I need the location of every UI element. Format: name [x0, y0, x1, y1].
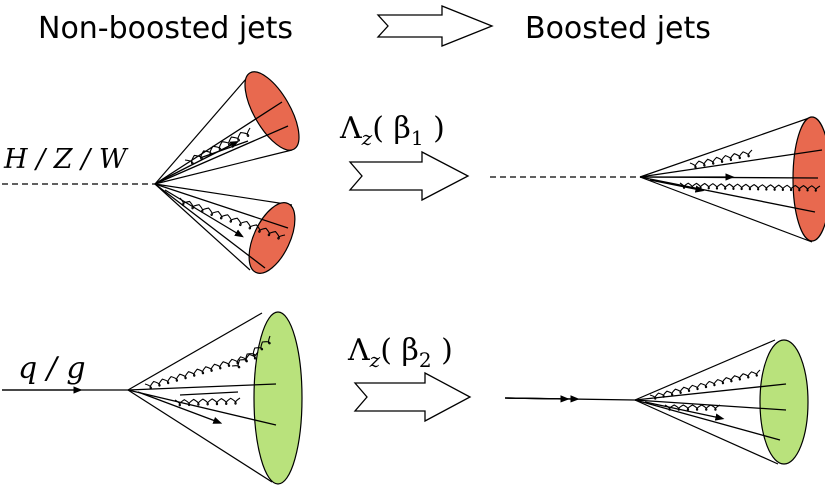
upper-jet	[154, 71, 300, 185]
boosted-light-gluon-b	[664, 404, 721, 411]
boosted-light-gluon-a	[649, 369, 761, 400]
heavy-boson-label: H / Z / W	[3, 144, 129, 175]
boosted-heavy-jet	[639, 116, 825, 243]
boost-arrow-2	[353, 371, 472, 423]
lower-jet	[154, 183, 296, 274]
light-jet	[127, 311, 303, 485]
header-non-boosted: Non-boosted jets	[38, 11, 293, 46]
boosted-heavy-gluon-a	[689, 149, 753, 169]
lower-jet-gluon	[179, 197, 286, 240]
light-jet-gluon-a	[144, 351, 259, 390]
boost-label-2: Λz( β2 )	[347, 333, 453, 372]
boosted-light-jet	[634, 339, 809, 465]
svg-text:Λz( β1 ): Λz( β1 )	[339, 111, 445, 150]
boosted-heavy-gluon-b	[679, 182, 821, 192]
upper-jet-gluon	[184, 127, 251, 165]
svg-text:Λz( β2 ): Λz( β2 )	[347, 333, 453, 372]
boost-label-1: Λz( β1 )	[339, 111, 445, 150]
header-boosted: Boosted jets	[525, 11, 711, 46]
light-jet-gluon-c	[174, 397, 241, 407]
boosted-heavy-jet-cap	[792, 116, 825, 242]
lower-jet-cap	[248, 202, 296, 274]
light-jet-cap	[253, 311, 303, 485]
boost-arrow-1	[348, 150, 470, 202]
upper-jet-cap	[244, 71, 300, 151]
parton-label: q / g	[18, 351, 86, 386]
boosted-light-jet-cap	[759, 339, 809, 465]
light-jet-gluon-b	[231, 335, 271, 369]
header-boost-arrow	[376, 5, 494, 47]
